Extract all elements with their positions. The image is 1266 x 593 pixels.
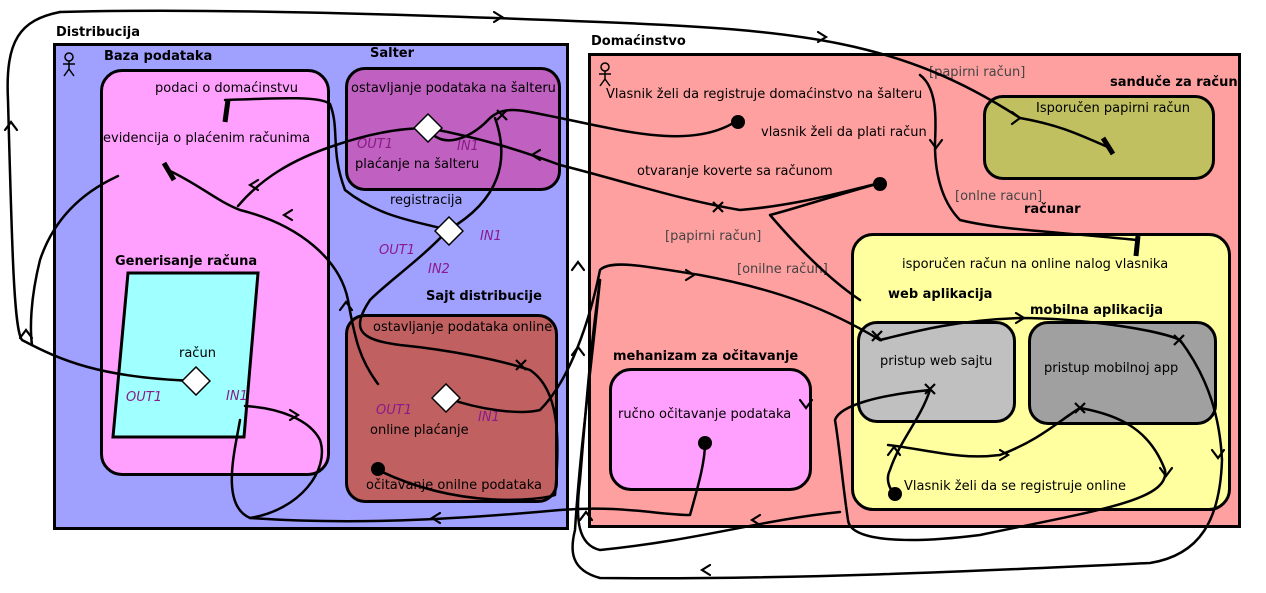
online-bill-guard-mid: [onilne račun] [737, 262, 828, 277]
web-app-region [857, 321, 1016, 423]
actor-icon [596, 62, 614, 88]
online-bill-guard-top: [onlne racun] [955, 189, 1043, 204]
bill-generation-title: Generisanje računa [115, 254, 258, 269]
site-pay-label: online plaćanje [370, 423, 469, 438]
bill-decision-diamond [180, 365, 212, 397]
wants-register-online-label: Vlasnik želi da se registruje online [904, 479, 1126, 494]
mobile-app-region [1028, 321, 1217, 425]
counter-leave-data-label: ostavljanje podataka na šalteru [351, 81, 556, 96]
site-title: Sajt distribucije [426, 289, 542, 304]
delivered-online-label: isporučen račun na online nalog vlasnika [902, 257, 1169, 272]
household-title: Domaćinstvo [591, 34, 686, 49]
site-read-label: očitavanje onilne podataka [366, 478, 542, 493]
manual-reading-label: ručno očitavanje podataka [618, 407, 792, 422]
mobile-access-label: pristup mobilnoj app [1044, 361, 1179, 376]
web-app-title: web aplikacija [888, 287, 993, 302]
mailbox-title: sanduče za račun [1110, 75, 1238, 90]
web-access-label: pristup web sajtu [880, 354, 993, 369]
open-envelope-label: otvaranje koverte sa računom [637, 164, 833, 179]
counter-out-port: OUT1 [357, 137, 393, 152]
paid-bills-label: evidencija o plaćenim računima [103, 131, 311, 146]
registration-out-port: OUT1 [379, 243, 415, 258]
counter-decision-diamond [412, 112, 444, 144]
database-title: Baza podataka [104, 49, 213, 64]
bill-label: račun [179, 346, 216, 361]
distribution-title: Distribucija [56, 25, 141, 40]
reading-region [609, 368, 812, 491]
mailbox-delivered-label: Isporučen papirni račun [1036, 101, 1191, 116]
actor-icon [60, 52, 78, 78]
bill-in-port: IN1 [226, 389, 248, 404]
reading-title: mehanizam za očitavanje [613, 349, 799, 364]
paper-bill-guard-mid: [papirni račun] [665, 229, 762, 244]
mailbox-region [983, 95, 1215, 180]
counter-region [345, 67, 561, 191]
registration-label: registracija [390, 193, 463, 208]
counter-in-port: IN1 [457, 139, 479, 154]
registration-decision-diamond [433, 215, 465, 247]
mobile-app-title: mobilna aplikacija [1030, 303, 1164, 318]
bill-generation-region [110, 270, 262, 440]
computer-title: računar [1024, 202, 1081, 217]
site-out-port: OUT1 [376, 403, 412, 418]
wants-register-counter-label: Vlasnik želi da registruje domaćinstvo n… [606, 87, 923, 102]
site-decision-diamond [430, 382, 462, 414]
bill-out-port: OUT1 [126, 390, 162, 405]
paper-bill-guard-top: [papirni račun] [929, 65, 1026, 80]
household-data-label: podaci o domaćinstvu [155, 81, 299, 96]
counter-title: Salter [370, 46, 415, 61]
registration-in1-port: IN1 [480, 229, 502, 244]
site-in-port: IN1 [478, 410, 500, 425]
counter-pay-label: plaćanje na šalteru [355, 157, 480, 172]
registration-in2-port: IN2 [428, 262, 450, 277]
site-leave-data-label: ostavljanje podataka online [373, 320, 553, 335]
wants-pay-label: vlasnik želi da plati račun [761, 125, 927, 140]
